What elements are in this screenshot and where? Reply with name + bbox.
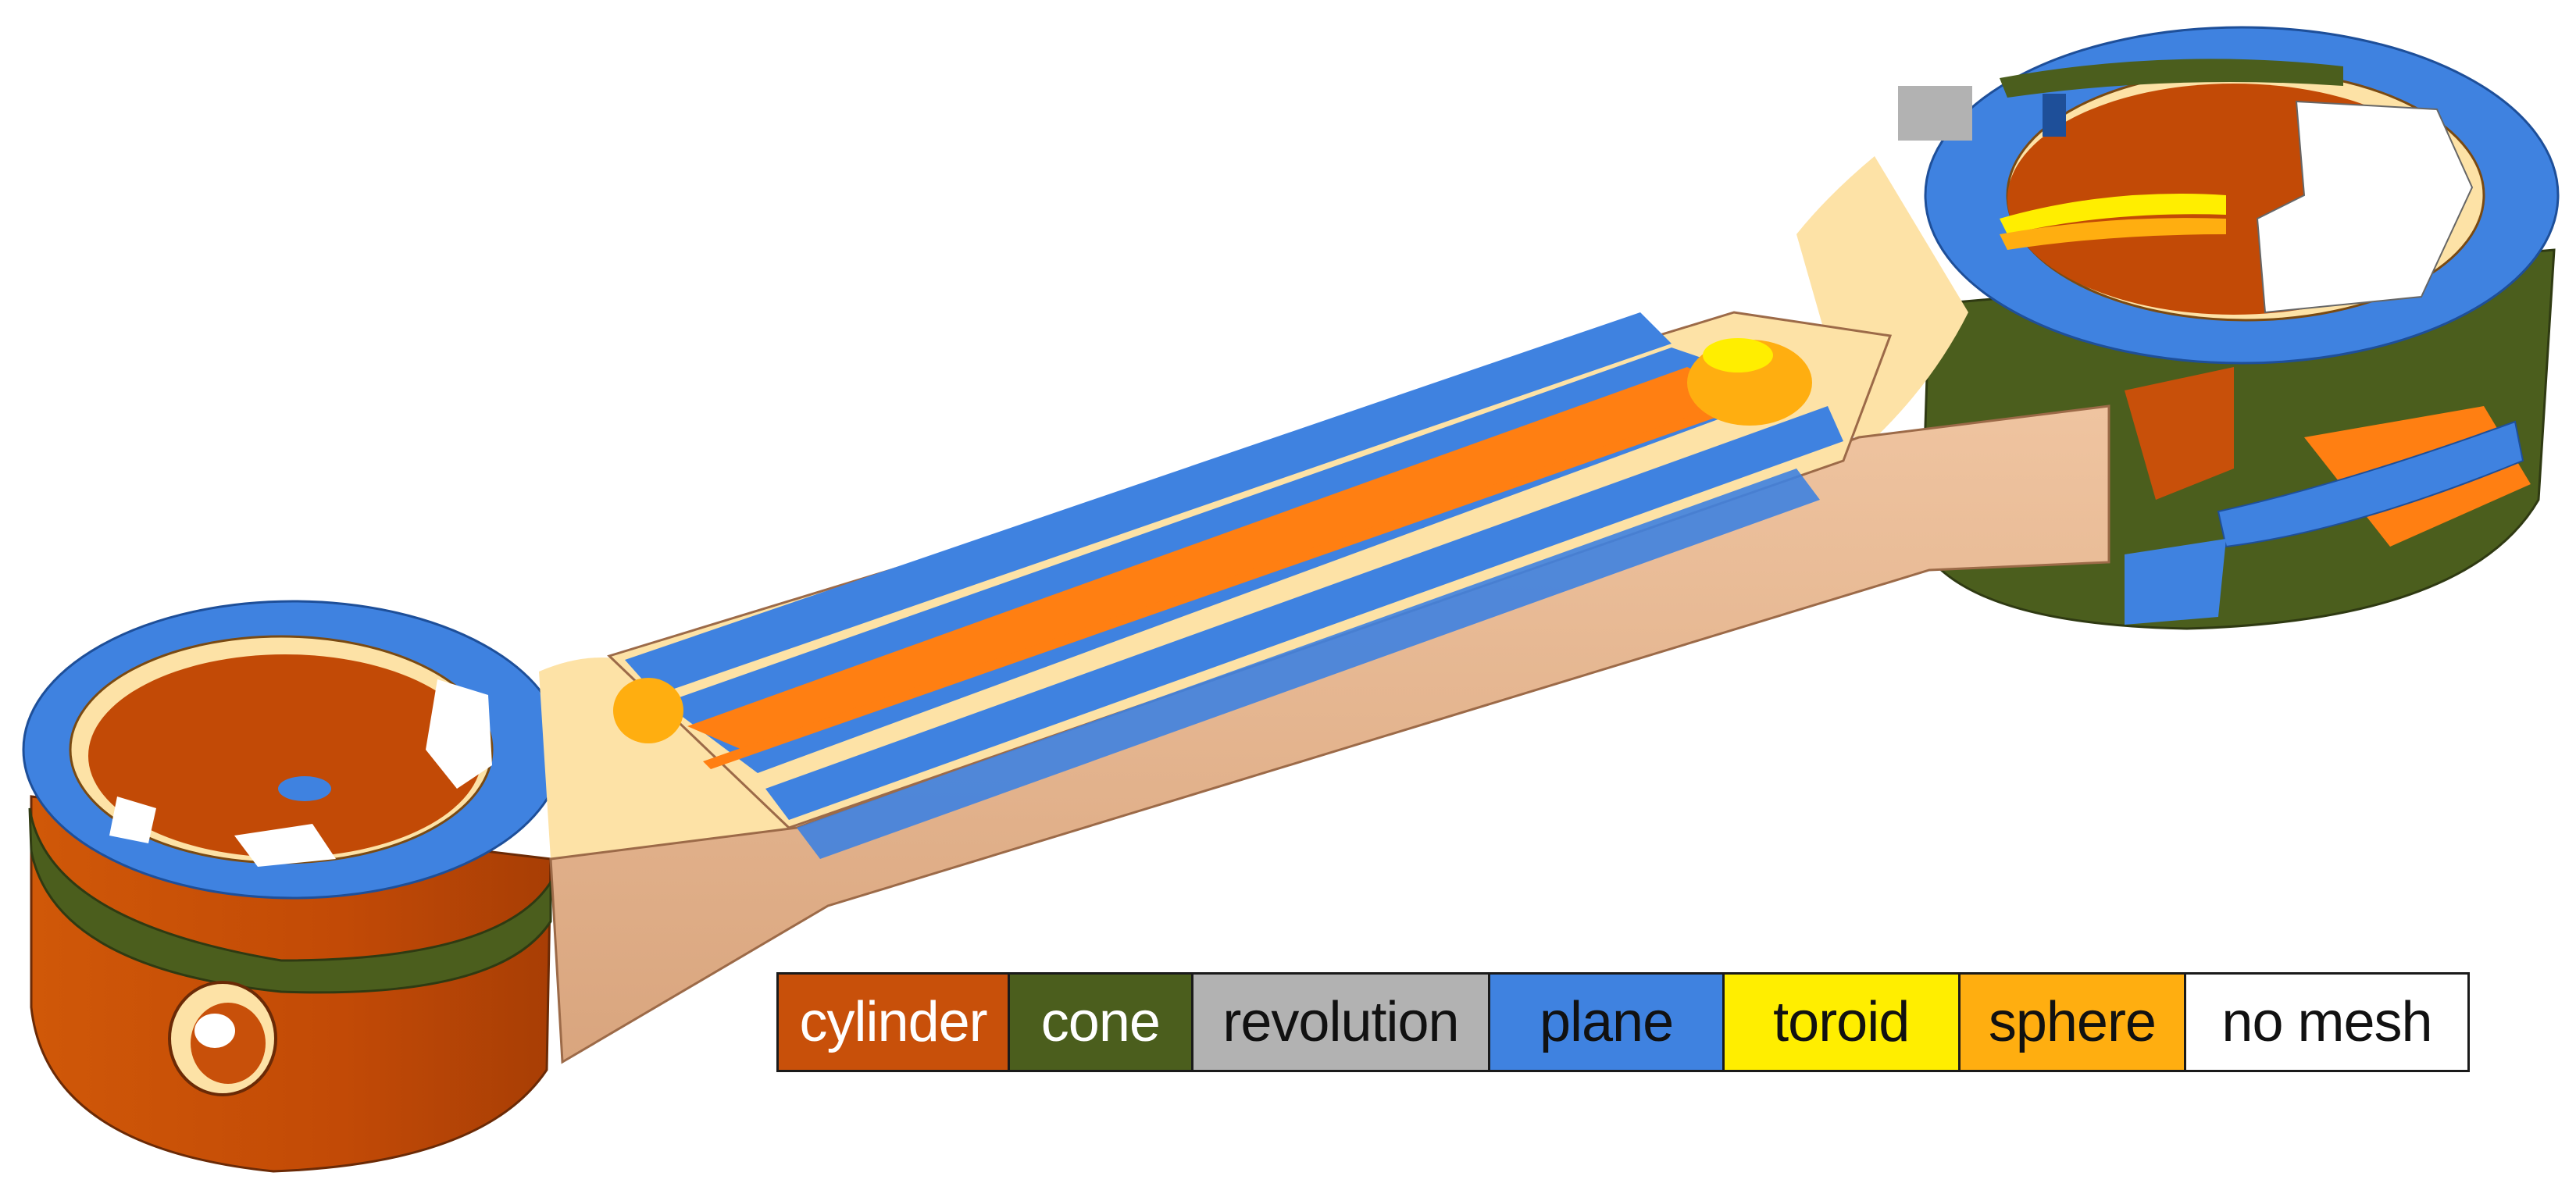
legend-item-sphere: sphere [1960,975,2186,1070]
beam-groove-end-sphere-left [613,678,683,743]
big-end-cone-rim [2000,59,2343,98]
beam-top-plane-rail [625,312,1672,695]
beam-groove-thin-line [703,406,1726,769]
legend-item-cylinder: cylinder [779,975,1011,1070]
beam-flange-plane [797,469,1820,859]
small-end-bore-cylinder [88,654,482,857]
legend-item-no-mesh: no mesh [2186,975,2467,1070]
legend-item-cone: cone [1010,975,1193,1070]
big-end [1898,26,2560,630]
small-end-hole-gap [194,1014,235,1048]
beam-groove-cylinder [687,367,1757,750]
small-end-no-mesh-patch-2 [234,824,336,867]
legend-item-revolution: revolution [1193,975,1491,1070]
big-end-toroid-band [2000,194,2226,234]
big-end-no-mesh-region [2256,100,2474,314]
big-end-revolution-patch [1898,86,1972,141]
small-end [22,600,564,1173]
big-end-cylinder-segment [2125,367,2234,500]
legend-item-toroid: toroid [1724,975,1961,1070]
beam-groove-end-toroid-right [1703,338,1773,372]
small-end-cone-band [28,807,552,994]
big-end-cap-plane [2125,539,2226,625]
beam-bottom-plane-rail [765,406,1843,820]
beam [539,156,2110,1064]
big-end-split-gap [2217,420,2524,548]
big-end-sphere-band [2000,218,2226,250]
small-end-no-mesh-patch-3 [109,797,156,843]
beam-fillet-left [539,658,789,859]
legend-item-plane: plane [1490,975,1725,1070]
small-end-plane-spot [278,776,331,801]
small-end-no-mesh-patch [426,679,492,789]
big-end-plane-spot [2043,94,2066,137]
